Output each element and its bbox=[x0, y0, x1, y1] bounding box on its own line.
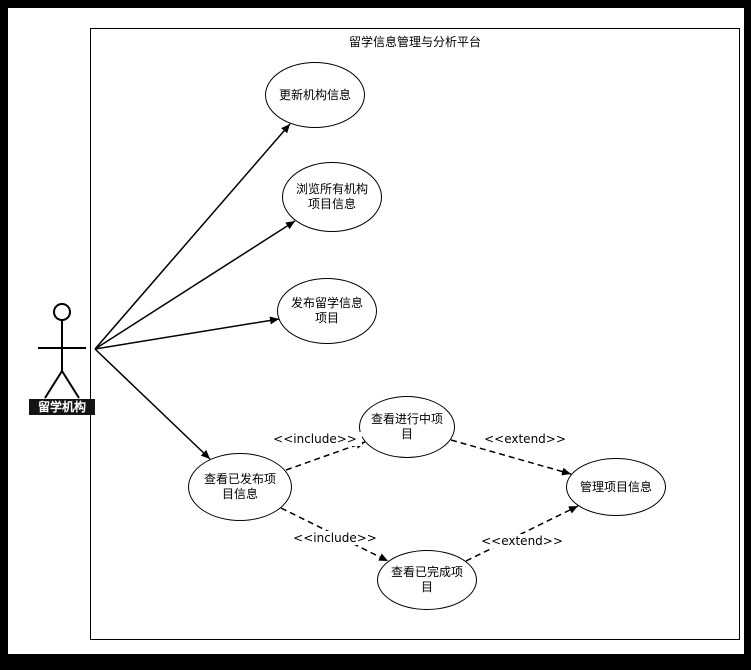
usecase-view-finished-projects: 查看已完成项目 bbox=[377, 550, 477, 610]
system-boundary bbox=[90, 28, 740, 640]
extend-label-finished: <<extend>> bbox=[477, 534, 567, 548]
usecase-label: 浏览所有机构项目信息 bbox=[295, 182, 368, 211]
usecase-update-org-info: 更新机构信息 bbox=[265, 62, 365, 128]
diagram-title: 留学信息管理与分析平台 bbox=[348, 35, 481, 49]
usecase-label: 更新机构信息 bbox=[278, 87, 351, 102]
usecase-browse-all-org-projects: 浏览所有机构项目信息 bbox=[282, 162, 382, 232]
usecase-manage-project-info: 管理项目信息 bbox=[566, 458, 666, 516]
usecase-publish-abroad-project: 发布留学信息项目 bbox=[277, 278, 377, 344]
actor-label: 留学机构 bbox=[29, 399, 95, 415]
usecase-view-ongoing-projects: 查看进行中项目 bbox=[359, 396, 455, 458]
usecase-label: 查看进行中项目 bbox=[370, 412, 443, 441]
extend-label-ongoing: <<extend>> bbox=[480, 432, 570, 446]
usecase-label: 管理项目信息 bbox=[579, 479, 652, 494]
usecase-label: 查看已发布项目信息 bbox=[203, 472, 276, 501]
include-label-finished: <<include>> bbox=[288, 531, 382, 545]
include-label-ongoing: <<include>> bbox=[268, 432, 362, 446]
usecase-view-published-projects: 查看已发布项目信息 bbox=[188, 453, 292, 521]
usecase-label: 发布留学信息项目 bbox=[290, 296, 363, 325]
usecase-label: 查看已完成项目 bbox=[390, 565, 463, 594]
